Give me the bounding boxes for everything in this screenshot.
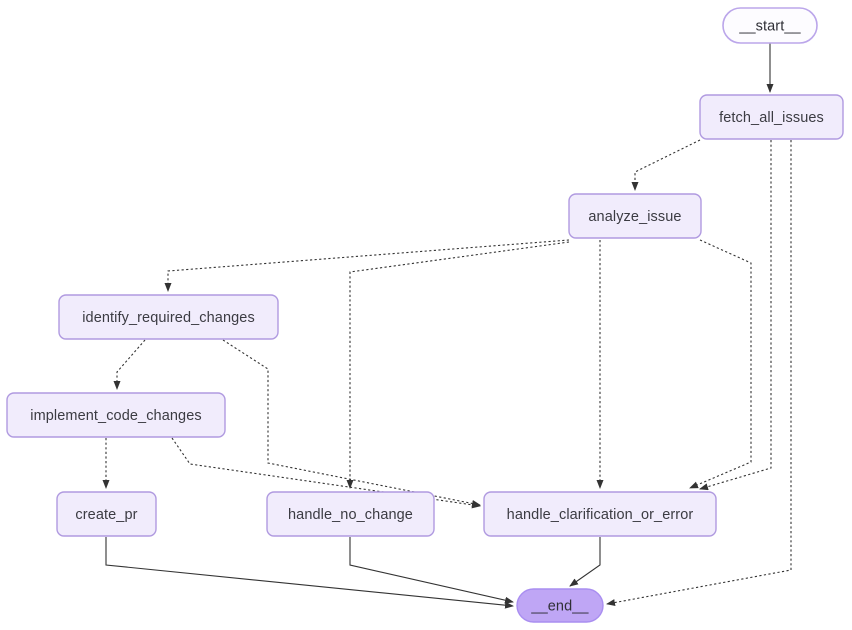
node-shape-create_pr[interactable] bbox=[56, 491, 157, 537]
node-shape-fetch[interactable] bbox=[699, 94, 844, 140]
node-shape-implement[interactable] bbox=[6, 392, 226, 438]
node-implement[interactable]: implement_code_changes bbox=[6, 392, 226, 438]
nodes-layer: __start__ fetch_all_issues analyze_issueid… bbox=[6, 7, 844, 623]
node-fetch[interactable]: fetch_all_issues bbox=[699, 94, 844, 140]
node-clarify[interactable]: handle_clarification_or_error bbox=[483, 491, 717, 537]
node-create_pr[interactable]: create_pr bbox=[56, 491, 157, 537]
node-no_change[interactable]: handle_no_change bbox=[266, 491, 435, 537]
node-shape-identify[interactable] bbox=[58, 294, 279, 340]
edge-clarify-to-end bbox=[569, 537, 601, 587]
edge-no_change-to-end bbox=[349, 537, 514, 604]
node-shape-analyze[interactable] bbox=[568, 193, 702, 239]
edge-fetch-to-analyze bbox=[631, 139, 701, 191]
node-shape-clarify[interactable] bbox=[483, 491, 717, 537]
node-analyze[interactable]: analyze_issue bbox=[568, 193, 702, 239]
node-identify[interactable]: identify_required_changes bbox=[58, 294, 279, 340]
node-end[interactable]: __end__ bbox=[516, 588, 604, 623]
edge-analyze-to-clarify bbox=[689, 239, 752, 489]
edge-create_pr-to-end bbox=[105, 537, 514, 609]
node-start[interactable]: __start__ bbox=[722, 7, 818, 44]
edge-analyze-to-no_change bbox=[346, 241, 570, 489]
node-shape-end[interactable] bbox=[516, 588, 604, 623]
edges-layer bbox=[102, 43, 792, 609]
edge-identify-to-implement bbox=[113, 339, 146, 390]
edge-fetch-to-end bbox=[606, 140, 792, 606]
edge-fetch-to-clarify bbox=[699, 140, 772, 491]
edge-analyze-to-identify bbox=[164, 239, 570, 292]
edge-identify-to-clarify bbox=[222, 339, 481, 507]
node-shape-start[interactable] bbox=[722, 7, 818, 44]
node-shape-no_change[interactable] bbox=[266, 491, 435, 537]
